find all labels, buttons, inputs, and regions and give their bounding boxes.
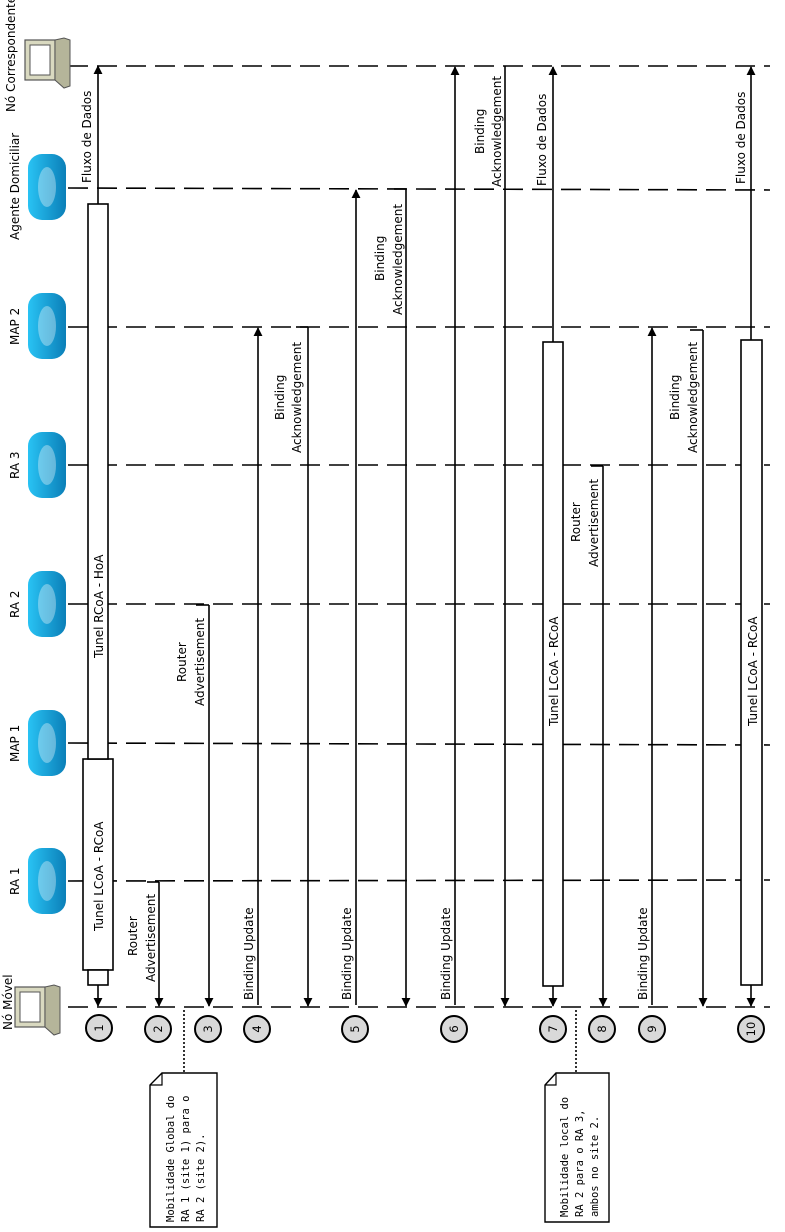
tunnel-lcoa-rcoa-box-1: [82, 758, 114, 971]
step-number-4: 4: [250, 1025, 264, 1032]
lifeline-agente: [67, 187, 771, 191]
router-label-8: Router: [569, 502, 583, 542]
step-number-5: 5: [348, 1025, 362, 1032]
step-number-2: 2: [151, 1025, 165, 1032]
binding-update-label-5: Binding Update: [340, 907, 354, 1000]
step-circle-10: [737, 1015, 765, 1043]
binding-label-6: Binding: [473, 109, 487, 154]
tunnel-lcoa-rcoa-label-7: Tunel LCoA - RCoA: [547, 616, 561, 727]
node-label-ra2: RA 2: [8, 590, 22, 618]
step-circle-4: [243, 1015, 271, 1043]
router-label-3: Router: [175, 642, 189, 682]
binding-label-9: Binding: [668, 375, 682, 420]
step-circle-3: [194, 1015, 222, 1043]
node-label-ra1: RA 1: [8, 867, 22, 895]
router-icon-map2: [28, 293, 66, 359]
acknowledgement-label-4: Acknowledgement: [290, 342, 304, 453]
tunnel-lcoa-rcoa-label-1: Tunel LCoA - RCoA: [92, 821, 106, 932]
tunnel-rcoa-hoa-box: [87, 203, 109, 760]
note-global-line-2: RA 1 (site 1) para o: [180, 1096, 192, 1222]
node-label-map2: MAP 2: [8, 308, 22, 345]
node-label-movel: Nó Móvel: [1, 974, 15, 1030]
fluxo-dados-label-7: Fluxo de Dados: [535, 94, 549, 186]
acknowledgement-label-6: Acknowledgement: [490, 76, 504, 187]
binding-update-label-4: Binding Update: [242, 907, 256, 1000]
node-label-ra3: RA 3: [8, 451, 22, 479]
note-global-line-3: RA 2 (site 2).: [195, 1133, 207, 1222]
acknowledgement-label-5: Acknowledgement: [391, 204, 405, 315]
note-local-line-2: RA 2 para o RA 3,: [574, 1110, 586, 1217]
note-local: [544, 1072, 610, 1223]
step-number-6: 6: [447, 1025, 461, 1032]
advertisement-label-8: Advertisement: [587, 479, 601, 567]
node-label-map1: MAP 1: [8, 725, 22, 762]
tunnel-lcoa-rcoa-label-10: Tunel LCoA - RCoA: [746, 616, 760, 727]
step-number-8: 8: [595, 1025, 609, 1032]
note-global-line-1: Mobilidade Global do: [165, 1096, 177, 1222]
step-number-7: 7: [546, 1025, 560, 1032]
step-number-3: 3: [201, 1025, 215, 1032]
note-local-line-1: Mobilidade local do: [559, 1097, 571, 1217]
acknowledgement-label-9: Acknowledgement: [686, 342, 700, 453]
advertisement-label-2: Advertisement: [144, 894, 158, 982]
fluxo-dados-label-1: Fluxo de Dados: [80, 91, 94, 183]
fluxo-dados-label-10: Fluxo de Dados: [734, 92, 748, 184]
router-label-2: Router: [126, 916, 140, 956]
step-circle-9: [638, 1015, 666, 1043]
step-number-1: 1: [92, 1024, 106, 1031]
node-label-correspondente: Nó Correspondente: [4, 0, 18, 112]
step-circle-1: [85, 1014, 113, 1042]
node-label-agente: Agente Domiciliar: [8, 133, 22, 240]
router-icon-ra1: [28, 848, 66, 914]
computer-icon-correspondente: [24, 37, 71, 89]
step-circle-6: [440, 1015, 468, 1043]
lifeline-map1: [67, 742, 771, 746]
step-circle-5: [341, 1015, 369, 1043]
step-number-9: 9: [645, 1025, 659, 1032]
router-icon-agente: [28, 154, 66, 220]
advertisement-label-3: Advertisement: [193, 618, 207, 706]
step-circle-7: [539, 1015, 567, 1043]
router-icon-ra3: [28, 432, 66, 498]
step-circle-8: [588, 1015, 616, 1043]
tunnel-stub: [87, 969, 109, 986]
step-circle-2: [144, 1015, 172, 1043]
note-global: [149, 1072, 218, 1228]
step-number-10: 10: [744, 1022, 758, 1037]
binding-label-5: Binding: [373, 236, 387, 281]
note-local-line-3: ambos no site 2.: [589, 1116, 601, 1217]
lifeline-ra1: [67, 879, 771, 882]
binding-label-4: Binding: [273, 375, 287, 420]
router-icon-map1: [28, 710, 66, 776]
tunnel-rcoa-hoa-label: Tunel RCoA - HoA: [92, 554, 106, 659]
binding-update-label-9: Binding Update: [636, 907, 650, 1000]
computer-icon-movel: [14, 984, 61, 1036]
binding-update-label-6: Binding Update: [439, 907, 453, 1000]
router-icon-ra2: [28, 571, 66, 637]
